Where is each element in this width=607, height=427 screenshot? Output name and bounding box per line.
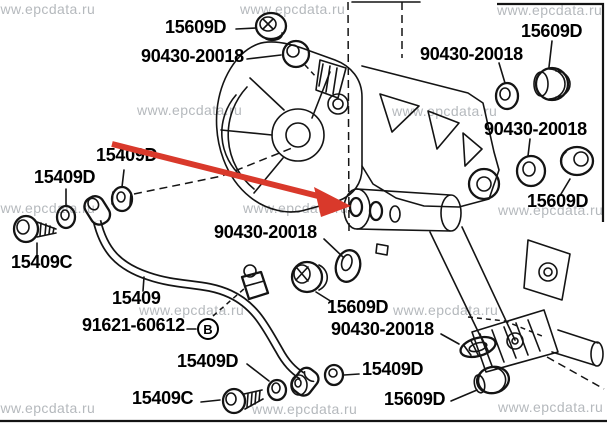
part-drawing-washer-top [281,39,311,69]
oil-pump-housing-drawing [215,41,363,213]
part-drawing-grommet-right-mid [515,154,547,188]
part-drawing-grommet-right-upper [494,81,520,111]
part-label-pipe-end-washer-right: 15409D [362,359,424,379]
part-label-washer-center: 90430-20018 [214,222,317,242]
mounting-bracket-drawing [343,65,604,373]
part-label-washer-top: 90430-20018 [141,46,244,66]
watermark-text: www.epcdata.ru [0,400,96,416]
part-drawing-plug-center [290,260,328,294]
part-drawing-washer-left [55,204,77,230]
watermark-text: www.epcdata.ru [252,401,358,417]
part-label-bolt-bottom: 15409C [132,388,194,408]
part-drawing-pipe-end-washers [266,363,345,402]
leader-lines [36,27,571,403]
part-label-bolt-left: 15409C [11,252,73,272]
part-label-plug-right: 15609D [527,191,589,211]
part-label-clamp: 91621-60612 [82,315,185,335]
part-label-pipe-end-washer-left: 15409D [177,351,239,371]
watermark-text: www.epcdata.ru [498,202,604,218]
watermark-text: www.epcdata.ru [497,2,603,18]
part-label-washer-bottom: 90430-20018 [331,319,434,339]
watermark-text: www.epcdata.ru [139,302,245,318]
part-label-grommet-right-mid: 90430-20018 [484,119,587,139]
oil-pipe-drawing [83,195,320,397]
part-drawing-nut-left-upper [110,185,134,213]
part-label-cap-bottom-right: 15609D [384,389,446,409]
clamp-circled-letter-badge: B [197,318,219,340]
part-label-grommet-right-upper: 90430-20018 [420,44,523,64]
part-drawing-bolt-left [12,214,57,244]
part-label-cap-top: 15609D [165,17,227,37]
part-label-washer-left: 15409D [34,167,96,187]
part-drawing-clamp [240,264,270,301]
part-drawing-washer-bottom [459,335,497,359]
watermark-text: www.epcdata.ru [0,1,96,17]
part-drawing-plug-right [559,145,595,177]
watermark-text: www.epcdata.ru [498,399,604,415]
watermark-text: www.epcdata.ru [137,102,243,118]
part-drawing-washer-center [334,249,362,283]
part-label-plug-center: 15609D [327,297,389,317]
part-label-plug-top-right: 15609D [521,21,583,41]
part-drawing-plug-top-right [533,66,571,102]
part-drawing-cap-top [254,11,288,42]
part-label-oil-pipe: 15409 [112,288,161,308]
watermark-text: www.epcdata.ru [393,302,499,318]
part-drawing-bolt-bottom [221,387,264,415]
part-label-nut-left-upper: 15409D [96,145,158,165]
part-drawing-cap-bottom-right [473,365,511,395]
watermark-text: www.epcdata.ru [0,200,96,216]
